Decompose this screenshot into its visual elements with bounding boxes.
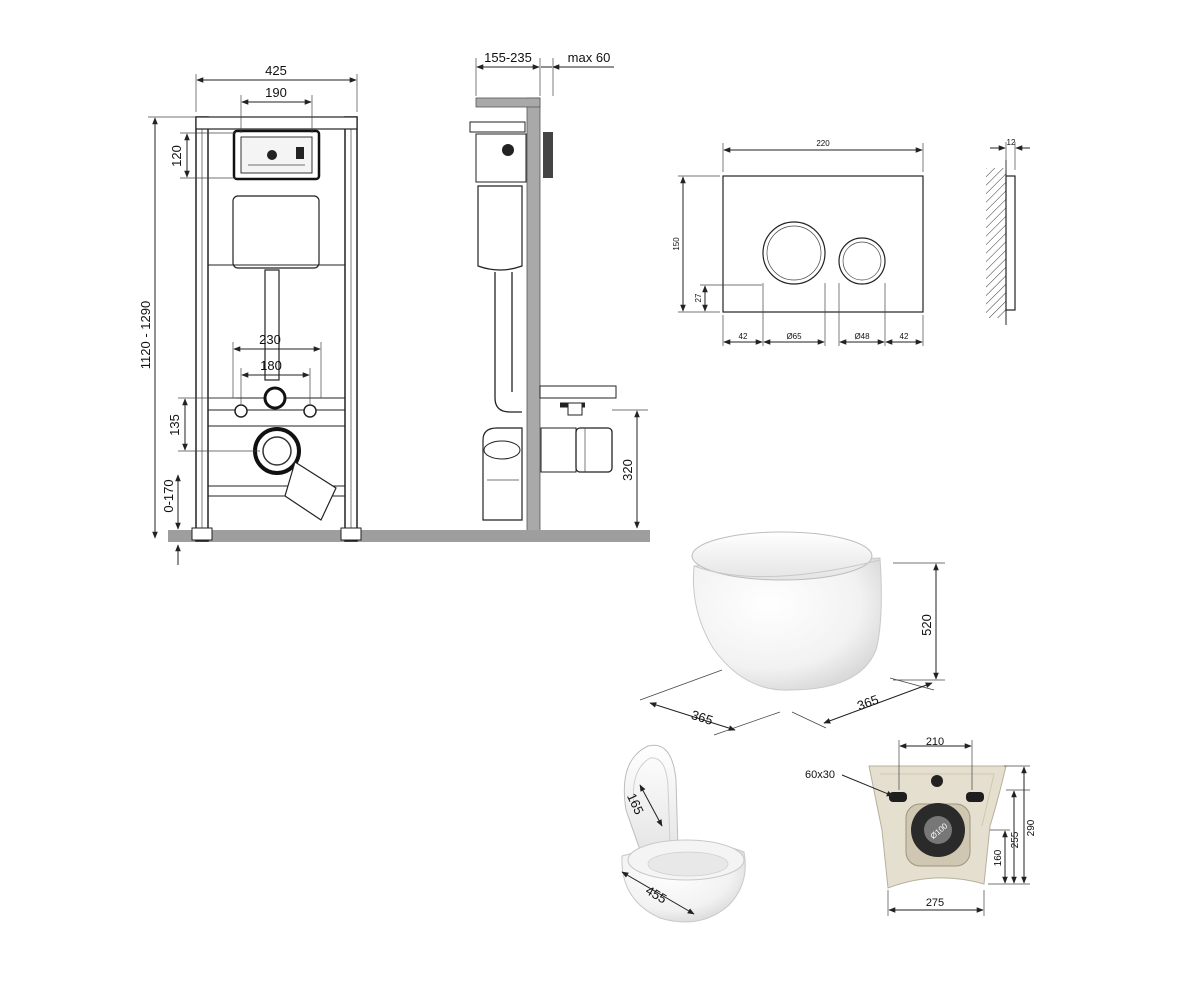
dim-toilet-depth: 365 — [690, 707, 715, 728]
cistern — [232, 195, 320, 269]
label-mount-holes: 60x30 — [805, 769, 835, 781]
mount-stud-right — [303, 404, 317, 418]
mount-hole-right — [966, 792, 984, 802]
dim-frame-height: 1120 - 1290 — [138, 301, 153, 369]
dim-frame-width: 425 — [265, 63, 287, 78]
toilet-bowl — [692, 557, 882, 691]
dim-back-160: 160 — [993, 849, 1004, 866]
cistern-side — [477, 185, 523, 271]
side-frame-view: 155-235 max 60 320 — [469, 50, 650, 542]
dim-plate-thickness: 12 — [1007, 138, 1016, 147]
dim-panel-width: 190 — [265, 85, 287, 100]
flush-mechanism-icon — [267, 150, 277, 160]
dim-bottom-offset: 27 — [694, 293, 703, 302]
dim-stud-inner: 180 — [260, 358, 282, 373]
dim-toilet-height: 520 — [919, 614, 934, 636]
dim-panel-height: 120 — [169, 145, 184, 167]
toilet-standard-view: 520 365 365 — [639, 531, 945, 736]
dim-small-button: Ø48 — [854, 332, 870, 341]
dim-large-button: Ø65 — [786, 332, 802, 341]
mount-hole-left — [889, 792, 907, 802]
flush-button-small — [838, 237, 886, 285]
dim-right-margin: 42 — [900, 332, 909, 341]
front-frame-view: 425 190 1120 - 1290 120 230 180 135 0-17… — [138, 63, 650, 565]
water-inlet — [263, 386, 287, 410]
toilet-back-view: Ø100 210 60x30 160 255 290 275 — [805, 736, 1037, 916]
dim-stud-outer: 230 — [259, 332, 281, 347]
dim-depth-range: 155-235 — [484, 50, 532, 65]
flush-plate-side — [1005, 175, 1016, 311]
waste-pipe — [284, 461, 337, 521]
dim-back-290: 290 — [1026, 819, 1037, 836]
dim-back-255: 255 — [1010, 831, 1021, 848]
flush-pipe — [264, 269, 280, 381]
dim-plate-height: 150 — [672, 237, 681, 251]
toilet-rimless-view: 165 455 — [621, 744, 746, 923]
dim-base-width: 275 — [926, 897, 944, 909]
inlet-hole — [931, 775, 943, 787]
mount-stud-left — [234, 404, 248, 418]
wall-bracket — [543, 132, 553, 178]
wall-hatch — [986, 168, 1006, 318]
dim-wall-max: max 60 — [568, 50, 611, 65]
dim-mount-spacing: 210 — [926, 736, 944, 748]
toilet-lid — [691, 531, 873, 581]
dim-outlet-height: 135 — [167, 414, 182, 436]
dim-feet-height: 0-170 — [161, 479, 176, 512]
dim-side-outlet-height: 320 — [620, 459, 635, 481]
dim-plate-width: 220 — [816, 139, 830, 148]
flush-button-large — [762, 221, 826, 285]
flush-plate-view: 220 150 27 42 Ø65 Ø48 42 12 — [672, 138, 1030, 346]
wall — [526, 97, 541, 541]
dim-left-margin: 42 — [739, 332, 748, 341]
dim-toilet-width: 365 — [855, 692, 881, 714]
